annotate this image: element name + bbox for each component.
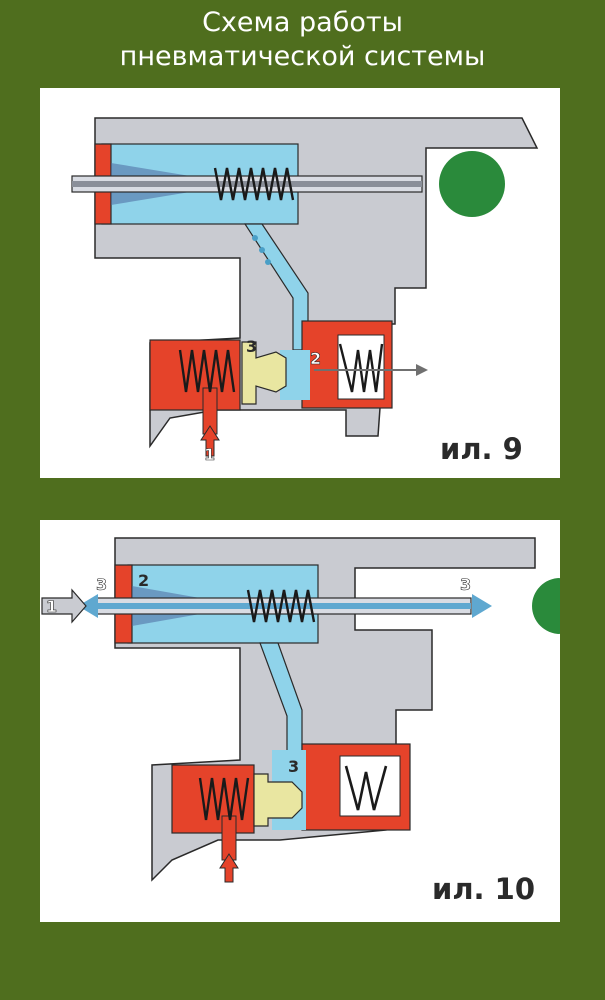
spring-valve-left bbox=[178, 349, 236, 393]
spring-upper bbox=[246, 589, 316, 623]
label-port-2: 2 bbox=[138, 571, 149, 590]
spring-upper bbox=[213, 167, 295, 201]
page-title: Схема работы пневматической системы bbox=[0, 6, 605, 74]
label-port-1: 1 bbox=[46, 597, 57, 616]
diagram-panel-9: 1 2 3 ил. 9 bbox=[40, 88, 560, 478]
ball bbox=[439, 151, 505, 217]
spring-valve-right bbox=[344, 765, 388, 811]
valve-block bbox=[171, 764, 255, 834]
inlet-arrow bbox=[219, 853, 239, 883]
flow-arrow-left bbox=[78, 594, 98, 618]
pneumatic-diagram-10: 1 3 3 2 3 bbox=[41, 537, 560, 883]
title-line-2: пневматической системы bbox=[119, 41, 486, 72]
external-inlet-arrow bbox=[41, 588, 87, 624]
diagram-panel-10: 1 3 3 2 3 ил. 10 bbox=[40, 520, 560, 922]
label-port-3-left: 3 bbox=[96, 575, 107, 594]
flow-arrow-right bbox=[472, 594, 492, 618]
outlet-arrow-head bbox=[416, 364, 428, 376]
title-line-1: Схема работы bbox=[202, 7, 403, 38]
label-valve-3: 3 bbox=[288, 757, 299, 776]
spring-valve-left bbox=[198, 777, 250, 821]
pneumatic-diagram-9: 1 2 3 bbox=[71, 117, 539, 464]
caption-fig-9: ил. 9 bbox=[440, 432, 523, 466]
valve-seal bbox=[241, 341, 287, 405]
inlet-arrow bbox=[200, 425, 220, 457]
spring-valve-right bbox=[338, 343, 384, 393]
rod-core bbox=[95, 603, 471, 609]
label-port-1: 1 bbox=[204, 445, 215, 464]
caption-fig-10: ил. 10 bbox=[432, 872, 536, 906]
valve-seal bbox=[253, 773, 303, 827]
label-port-3-right: 3 bbox=[460, 575, 471, 594]
label-port-2: 2 bbox=[310, 349, 321, 368]
outlet-cavity bbox=[339, 755, 401, 817]
label-valve-3: 3 bbox=[246, 337, 257, 356]
